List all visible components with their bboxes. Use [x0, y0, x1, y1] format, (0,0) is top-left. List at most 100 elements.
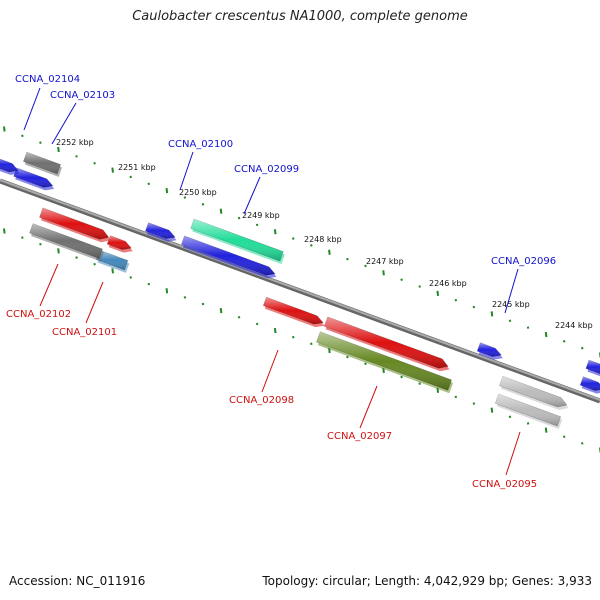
upper-scale-tick	[237, 216, 241, 220]
gene-label: CCNA_02098	[229, 395, 294, 406]
gene-leader-line	[504, 268, 519, 314]
gene-leader-line	[23, 87, 41, 131]
gene-leader-line	[85, 281, 104, 324]
gene-label: CCNA_02102	[6, 309, 71, 320]
upper-scale-tick	[255, 223, 259, 227]
accession-text: Accession: NC_011916	[9, 574, 146, 588]
page-title: Caulobacter crescentus NA1000, complete …	[132, 9, 468, 24]
tick-label: 2245 kbp	[492, 300, 530, 309]
gene-label: CCNA_02104	[15, 74, 80, 85]
upper-scale-tick	[508, 319, 512, 323]
lower-scale-tick	[526, 422, 530, 425]
lower-scale-tick	[57, 248, 60, 254]
upper-scale-tick	[400, 278, 403, 281]
lower-scale-tick	[418, 382, 421, 385]
feature-unlabeled-shine	[145, 222, 176, 239]
tick-label: 2246 kbp	[429, 279, 467, 288]
lower-scale-tick	[490, 407, 494, 413]
upper-scale-tick	[219, 208, 223, 214]
lower-scale-tick	[147, 282, 151, 286]
tick-label: 2247 kbp	[366, 257, 404, 266]
genome-backbone-highlight	[0, 179, 600, 401]
lower-scale-tick	[562, 435, 566, 439]
gene-ccna-02097-shine	[316, 331, 452, 391]
gene-leader-line	[51, 102, 77, 145]
lower-scale-tick	[292, 335, 295, 339]
upper-scale-tick	[310, 244, 313, 247]
gene-ccna-02096-shine	[477, 342, 502, 357]
upper-scale-tick	[526, 326, 530, 329]
upper-scale-tick	[436, 290, 440, 296]
gene-ccna-02103-shine	[23, 152, 61, 174]
upper-scale-tick	[382, 270, 385, 276]
tick-label: 2250 kbp	[179, 188, 217, 197]
gene-leader-line	[243, 176, 261, 215]
gene-ccna-02100-shine	[190, 219, 284, 261]
lower-scale-tick	[400, 375, 403, 379]
lower-scale-tick	[21, 236, 24, 239]
gene-leader-line	[39, 263, 59, 307]
upper-scale-tick	[75, 155, 78, 158]
upper-scale-tick	[3, 126, 6, 132]
upper-scale-tick	[454, 298, 458, 302]
gene-ccna-02101-shine	[96, 250, 128, 270]
upper-scale-tick	[580, 346, 584, 350]
lower-scale-tick	[508, 415, 512, 419]
lower-scale-tick	[39, 242, 42, 246]
upper-scale-tick	[129, 175, 132, 179]
gene-leader-line	[505, 431, 521, 476]
gene-label: CCNA_02095	[472, 479, 537, 490]
lower-scale-tick	[454, 395, 458, 399]
upper-scale-tick	[328, 249, 331, 255]
gene-ccna-02095-shine	[499, 376, 567, 407]
lower-scale-tick	[201, 302, 205, 306]
lower-scale-tick	[93, 262, 96, 266]
lower-scale-tick	[183, 296, 187, 299]
lower-scale-tick	[364, 362, 367, 366]
gene-label: CCNA_02096	[491, 256, 556, 267]
upper-scale-tick	[201, 203, 205, 206]
tick-label: 2244 kbp	[555, 321, 593, 330]
upper-scale-tick	[39, 141, 42, 144]
upper-scale-tick	[346, 257, 349, 261]
lower-scale-tick	[75, 256, 78, 259]
gene-leader-line	[261, 349, 279, 393]
upper-scale-tick	[364, 264, 367, 268]
upper-scale-tick	[183, 196, 187, 199]
gene-label: CCNA_02101	[52, 327, 117, 338]
upper-scale-tick	[418, 285, 421, 288]
feature-unlabeled-shine	[580, 376, 600, 391]
upper-scale-tick	[472, 305, 476, 309]
upper-scale-tick	[21, 134, 24, 138]
upper-scale-tick	[57, 146, 60, 153]
feature-unlabeled-shine	[324, 316, 448, 369]
gene-leader-line	[179, 151, 194, 191]
lower-scale-tick	[472, 402, 476, 405]
gene-label: CCNA_02100	[168, 139, 233, 150]
feature-unlabeled-shine	[107, 235, 132, 250]
upper-scale-tick	[111, 167, 114, 173]
tick-label: 2251 kbp	[118, 163, 156, 172]
upper-scale-tick	[273, 229, 277, 235]
upper-scale-tick	[292, 237, 295, 240]
upper-scale-tick	[544, 331, 548, 338]
lower-scale-tick	[580, 442, 584, 445]
upper-scale-tick	[147, 182, 151, 186]
upper-scale-tick	[165, 188, 169, 194]
upper-scale-tick	[490, 311, 494, 317]
lower-scale-tick	[237, 315, 241, 319]
gene-label: CCNA_02099	[234, 164, 299, 175]
tick-label: 2248 kbp	[304, 235, 342, 244]
gene-label: CCNA_02097	[327, 431, 392, 442]
feature-unlabeled-shine	[29, 223, 103, 259]
lower-scale-tick	[129, 276, 132, 279]
gene-label: CCNA_02103	[50, 90, 115, 101]
lower-scale-tick	[255, 322, 259, 326]
lower-scale-tick	[273, 327, 277, 334]
feature-unlabeled-shine	[585, 360, 600, 374]
lower-scale-tick	[544, 427, 548, 433]
feature-unlabeled-shine	[0, 159, 19, 172]
gene-leader-line	[359, 385, 378, 429]
